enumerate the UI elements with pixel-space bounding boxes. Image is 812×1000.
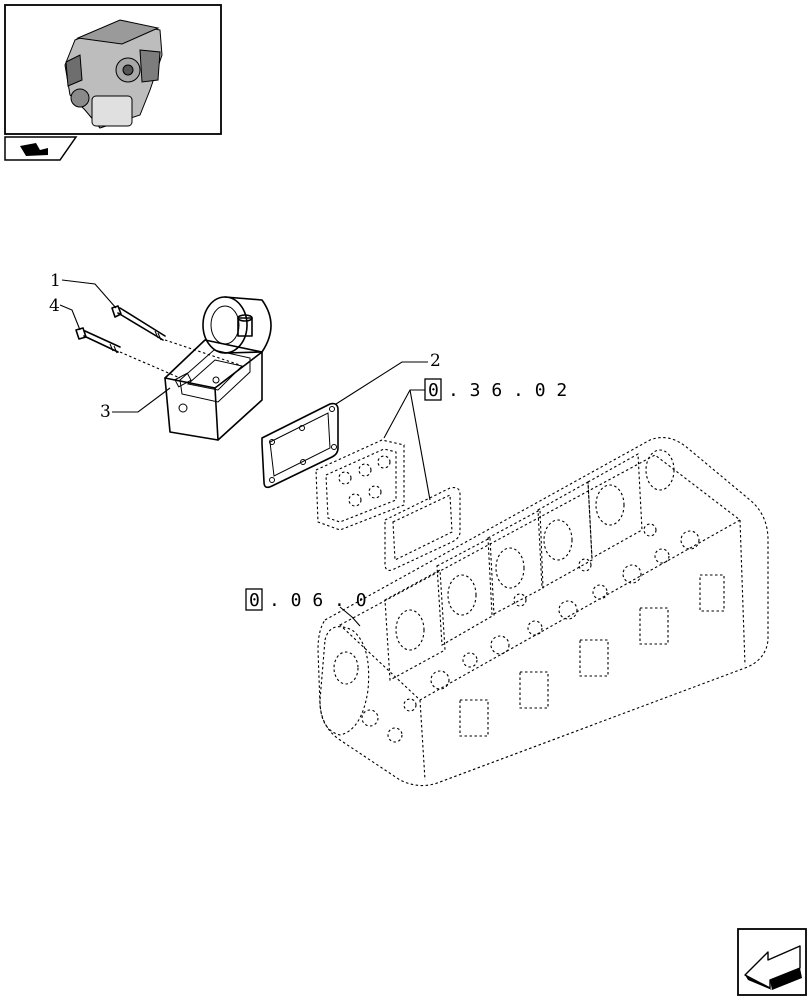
bolt-1[interactable] <box>111 305 166 341</box>
reference-top-boxed: 0 <box>428 380 439 401</box>
reference-label-bottom[interactable]: 0 . 0 6 . 0 <box>245 588 367 611</box>
callout-3: 3 <box>100 402 111 422</box>
reference-bottom-rest: . 0 6 . 0 <box>269 590 367 611</box>
next-page-arrow-icon[interactable] <box>737 928 807 996</box>
gasket-part-2[interactable] <box>261 402 339 489</box>
reference-top-rest: . 3 6 . 0 2 <box>448 380 567 401</box>
tractor-tab-icon[interactable] <box>4 136 78 161</box>
housing-part-3[interactable] <box>164 296 272 441</box>
reference-label-top[interactable]: 0 . 3 6 . 0 2 <box>424 378 567 401</box>
reference-component-dashed <box>315 439 461 571</box>
reference-bottom-boxed: 0 <box>249 590 260 611</box>
callout-1: 1 <box>50 271 61 291</box>
callout-4: 4 <box>49 296 60 316</box>
engine-thumbnail-icon[interactable] <box>4 4 222 135</box>
bolt-4[interactable] <box>75 327 121 354</box>
cylinder-head-dashed <box>317 437 769 787</box>
leader-lines <box>59 279 431 627</box>
callout-2: 2 <box>430 351 441 371</box>
